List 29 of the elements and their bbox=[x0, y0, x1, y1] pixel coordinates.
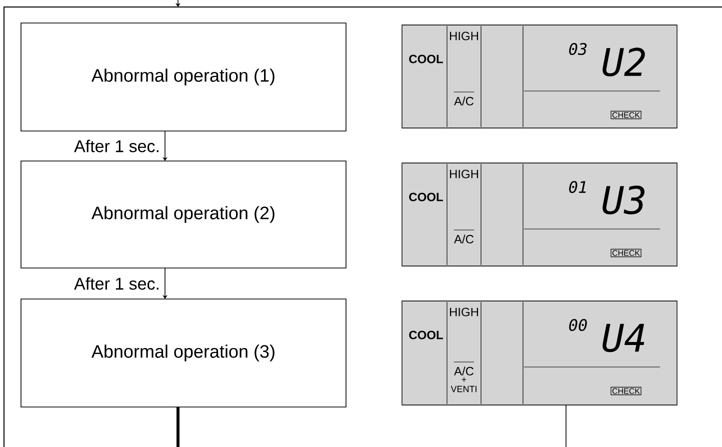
mode-label: HIGH bbox=[450, 170, 478, 178]
mode-label: A/C bbox=[454, 92, 474, 106]
mode-label: + bbox=[462, 377, 466, 382]
check-indicator: CHECK bbox=[610, 248, 642, 258]
edge-label: After 1 sec. bbox=[74, 277, 158, 290]
mode-label: A/C bbox=[454, 230, 474, 244]
mode-label: A/C bbox=[454, 362, 474, 376]
error-code: U3 bbox=[602, 186, 644, 214]
loop-frame bbox=[4, 6, 722, 447]
lcd-display bbox=[402, 24, 678, 128]
process-box: Abnormal operation (3) bbox=[20, 298, 346, 408]
mode-label: COOL bbox=[409, 330, 443, 340]
error-code: U4 bbox=[602, 324, 644, 352]
check-indicator: CHECK bbox=[610, 386, 642, 396]
lcd-display bbox=[402, 162, 678, 266]
unit-number: 03 bbox=[569, 42, 587, 56]
mode-label: HIGH bbox=[450, 32, 478, 40]
mode-label: HIGH bbox=[450, 308, 478, 316]
error-code: U2 bbox=[602, 48, 645, 76]
process-box: Abnormal operation (1) bbox=[20, 22, 346, 132]
mode-label: VENTI bbox=[450, 386, 476, 392]
process-box: Abnormal operation (2) bbox=[20, 160, 346, 268]
lcd-display bbox=[402, 300, 678, 406]
mode-label: COOL bbox=[409, 192, 443, 202]
check-indicator: CHECK bbox=[610, 110, 642, 120]
mode-label: COOL bbox=[409, 54, 443, 64]
unit-number: 00 bbox=[569, 318, 587, 332]
edge-label: After 1 sec. bbox=[74, 140, 158, 152]
unit-number: 01 bbox=[569, 180, 586, 194]
